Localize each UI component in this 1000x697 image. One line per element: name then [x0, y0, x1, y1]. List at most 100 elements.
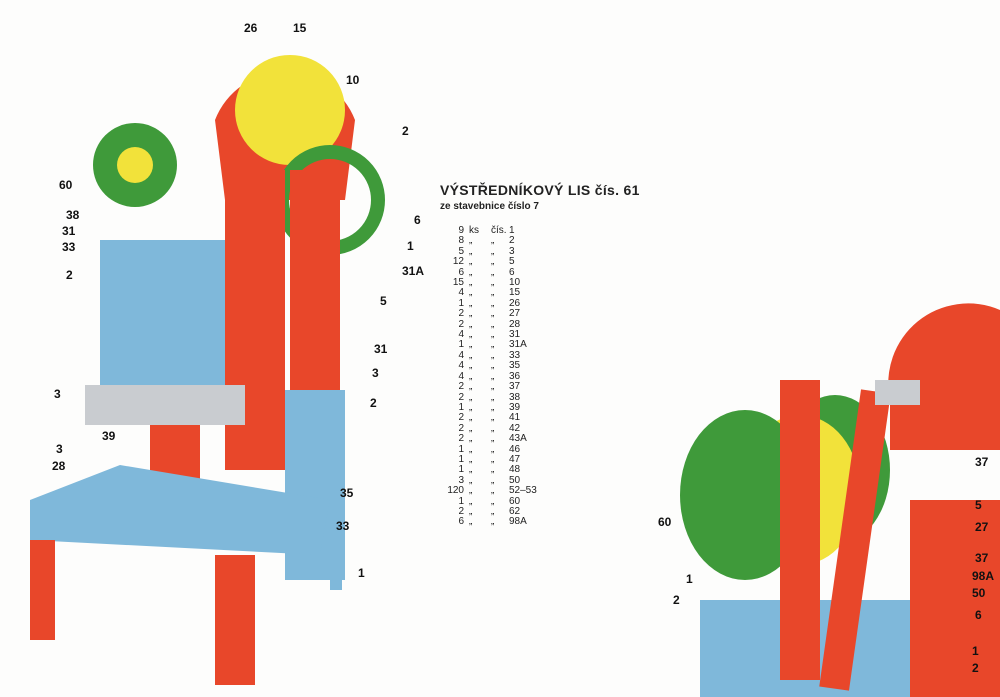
- number-label: „: [491, 391, 495, 403]
- quantity: 1: [458, 297, 464, 309]
- main-callout: 1: [358, 566, 365, 580]
- quantity: 1: [458, 401, 464, 413]
- part-number: 43A: [509, 433, 527, 445]
- parts-row: 2„„27: [446, 308, 537, 320]
- parts-row: 5„„3: [446, 245, 537, 257]
- part-number: 38: [509, 391, 521, 403]
- part-number: 35: [509, 360, 521, 372]
- part-number: 3: [509, 245, 515, 257]
- quantity: 12: [452, 256, 464, 268]
- unit: ks: [469, 225, 479, 236]
- part-number: 39: [509, 401, 521, 413]
- part-number: 26: [509, 297, 521, 309]
- quantity: 2: [458, 391, 464, 403]
- quantity: 5: [458, 245, 464, 257]
- parts-row: 4„„35: [446, 360, 537, 372]
- parts-row: 2 „ „ 38: [446, 391, 537, 403]
- number-label: „: [491, 297, 495, 309]
- quantity: 9: [458, 225, 464, 236]
- part-number: 6: [509, 266, 515, 278]
- quantity: 1: [458, 495, 464, 507]
- unit: „: [469, 412, 473, 424]
- main-callout: 3: [54, 387, 61, 401]
- quantity: 1: [458, 464, 464, 476]
- unit: „: [469, 391, 473, 403]
- parts-row: 2„„37: [446, 381, 537, 393]
- quantity: 4: [458, 287, 464, 299]
- quantity: 3: [458, 474, 464, 486]
- parts-row: 1„„26: [446, 297, 537, 309]
- parts-row: 4„„36: [446, 370, 537, 382]
- main-callout: 39: [102, 429, 116, 443]
- unit: „: [469, 370, 473, 382]
- number-label: „: [491, 339, 495, 351]
- part-number: 28: [509, 318, 521, 330]
- main-callout: 26: [244, 21, 258, 35]
- number-label: „: [491, 235, 495, 247]
- unit: „: [469, 401, 473, 413]
- main-callout: 5: [380, 294, 387, 308]
- unit: „: [469, 516, 473, 528]
- quantity: 4: [458, 360, 464, 372]
- number-label: „: [491, 516, 495, 528]
- main-callout: 33: [336, 519, 350, 533]
- number-label: „: [491, 360, 495, 372]
- part-number: 10: [509, 277, 521, 289]
- detail-callout: 6: [975, 608, 982, 622]
- unit: „: [469, 349, 473, 361]
- number-label: „: [491, 485, 495, 497]
- parts-row: 3„„50: [446, 474, 537, 486]
- quantity: 2: [458, 412, 464, 424]
- number-label: „: [491, 308, 495, 320]
- page-subtitle: ze stavebnice číslo 7: [440, 201, 539, 212]
- main-callout: 10: [346, 73, 360, 87]
- unit: „: [469, 339, 473, 351]
- main-callout: 3: [56, 442, 63, 456]
- parts-row: 1„„31A: [446, 339, 537, 351]
- main-callout: 60: [59, 178, 73, 192]
- quantity: 2: [458, 422, 464, 434]
- parts-row: 6„„98A: [446, 516, 537, 528]
- number-label: „: [491, 443, 495, 455]
- quantity: 1: [458, 443, 464, 455]
- number-label: „: [491, 381, 495, 393]
- number-label: „: [491, 412, 495, 424]
- detail-callout: 2: [972, 661, 979, 675]
- unit: „: [469, 277, 473, 289]
- quantity: 2: [458, 505, 464, 517]
- main-callout: 2: [66, 268, 73, 282]
- unit: „: [469, 453, 473, 465]
- number-label: „: [491, 505, 495, 517]
- detail-callout: 1: [686, 572, 693, 586]
- part-number: 46: [509, 443, 521, 455]
- quantity: 15: [452, 277, 464, 289]
- parts-row: 4„„15: [446, 287, 537, 299]
- parts-row: 1 „ „ 39: [446, 401, 537, 413]
- number-label: „: [491, 495, 495, 507]
- quantity: 6: [458, 266, 464, 278]
- quantity: 4: [458, 349, 464, 361]
- parts-row: 2 „ „ 41: [446, 412, 537, 424]
- number-label: „: [491, 401, 495, 413]
- parts-row: 4„„31: [446, 329, 537, 340]
- part-number: 41: [509, 412, 521, 424]
- part-number: 37: [509, 381, 521, 393]
- part-number: 47: [509, 453, 521, 465]
- unit: „: [469, 474, 473, 486]
- part-number: 52–53: [509, 485, 537, 497]
- part-number: 33: [509, 349, 521, 361]
- main-callout: 31A: [402, 264, 425, 278]
- detail-illustration: [680, 303, 1000, 697]
- part-number: 98A: [509, 516, 527, 528]
- parts-row: 2„„43A: [446, 433, 537, 445]
- unit: „: [469, 318, 473, 330]
- part-number: 62: [509, 505, 521, 517]
- main-callout: 6: [414, 213, 421, 227]
- main-model: [30, 55, 385, 685]
- number-label: „: [491, 474, 495, 486]
- parts-row: 1„„47: [446, 453, 537, 465]
- quantity: 1: [458, 339, 464, 351]
- main-callout: 2: [402, 124, 409, 138]
